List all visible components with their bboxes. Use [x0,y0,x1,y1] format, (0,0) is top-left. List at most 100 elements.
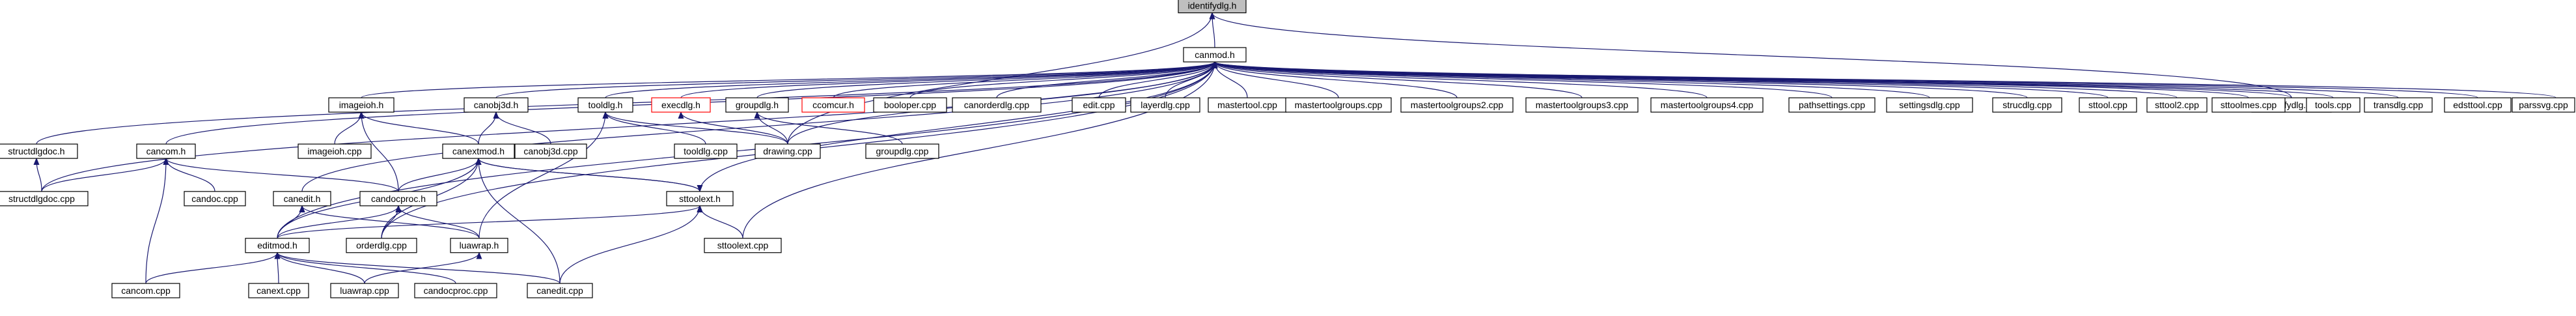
node-label: edsttool.cpp [2453,100,2502,110]
node-label: imageioh.h [339,100,384,110]
node-sttool-cpp[interactable]: sttool.cpp [2079,97,2137,113]
node-imageioh-h[interactable]: imageioh.h [328,97,395,113]
node-box [2444,97,2512,113]
node-canedit-h[interactable]: canedit.h [273,191,331,207]
edge-canextmod-h-to-candocproc-h [398,158,478,192]
node-box [184,191,246,207]
node-canobj3d-cpp[interactable]: canobj3d.cpp [514,143,587,159]
node-sttoolext-cpp[interactable]: sttoolext.cpp [704,238,782,253]
node-box [577,97,633,113]
node-sttoolmes-cpp[interactable]: sttoolmes.cpp [2211,97,2286,113]
node-mastertoolgroups2-cpp[interactable]: mastertoolgroups2.cpp [1400,97,1514,113]
node-cancom-cpp[interactable]: cancom.cpp [111,283,180,298]
node-label: groupdlg.h [736,100,779,110]
node-tools-cpp[interactable]: tools.cpp [2306,97,2361,113]
node-pathsettings-cpp[interactable]: pathsettings.cpp [1788,97,1876,113]
node-box [865,143,939,159]
node-label: canedit.cpp [536,285,583,296]
node-edsttool-cpp[interactable]: edsttool.cpp [2444,97,2512,113]
edge-editmod-h-to-canext-cpp [277,253,279,284]
edge-cancom-h-to-candocproc-h [166,158,399,192]
node-box [2079,97,2137,113]
node-box [414,283,497,298]
node-candocproc-h[interactable]: candocproc.h [359,191,437,207]
node-canobj3d-h[interactable]: canobj3d.h [464,97,529,113]
node-canedit-cpp[interactable]: canedit.cpp [527,283,593,298]
node-canmod-h[interactable]: canmod.h [1183,47,1247,63]
node-label: sttool.cpp [2088,100,2127,110]
node-canextmod-h[interactable]: canextmod.h [442,143,515,159]
node-edit-cpp[interactable]: edit.cpp [1072,97,1126,113]
node-label: identifydlg.h [1188,1,1237,11]
edge-canmod-h-to-imageioh-h [361,61,1215,98]
node-groupdlg-h[interactable]: groupdlg.h [725,97,789,113]
node-canext-cpp[interactable]: canext.cpp [248,283,309,298]
edge-imageioh-h-to-imageioh-cpp [334,112,361,145]
node-luawrap-h[interactable]: luawrap.h [450,238,508,253]
node-tooldlg-cpp[interactable]: tooldlg.cpp [674,143,738,159]
node-box [248,283,309,298]
node-strucdlg-cpp[interactable]: strucdlg.cpp [1992,97,2062,113]
edge-canmod-h-to-ccomcur-h [833,61,1215,98]
node-booloper-cpp[interactable]: booloper.cpp [873,97,947,113]
node-label: candoc.cpp [191,194,238,204]
node-box [0,143,78,159]
node-cancom-h[interactable]: cancom.h [136,143,196,159]
node-candoc-cpp[interactable]: candoc.cpp [184,191,246,207]
node-orderdlg-cpp[interactable]: orderdlg.cpp [346,238,417,253]
node-mastertoolgroups4-cpp[interactable]: mastertoolgroups4.cpp [1650,97,1764,113]
node-box [2364,97,2433,113]
node-mastertoolgroups-cpp[interactable]: mastertoolgroups.cpp [1285,97,1392,113]
node-box [298,143,372,159]
node-ccomcur-h[interactable]: ccomcur.h [801,97,865,113]
edge-tooldlg-h-to-drawing-cpp [605,111,788,145]
node-drawing-cpp[interactable]: drawing.cpp [755,143,821,159]
edge-identifydlg-h-to-canmod-h [1212,13,1215,48]
node-box [755,143,821,159]
node-label: structdlgdoc.cpp [8,194,75,204]
node-box [952,97,1042,113]
node-luawrap-cpp[interactable]: luawrap.cpp [330,283,399,298]
node-sttool2-cpp[interactable]: sttool2.cpp [2146,97,2208,113]
node-structdlgdoc-h[interactable]: structdlgdoc.h [0,143,78,159]
node-label: candocproc.cpp [424,285,488,296]
node-canorderdlg-cpp[interactable]: canorderdlg.cpp [952,97,1042,113]
node-label: canext.cpp [256,285,301,296]
node-execdlg-h[interactable]: execdlg.h [651,97,711,113]
edge-canmod-h-to-tools-cpp [1215,61,2334,98]
node-candocproc-cpp[interactable]: candocproc.cpp [414,283,497,298]
node-groupdlg-cpp[interactable]: groupdlg.cpp [865,143,939,159]
node-label: execdlg.h [661,100,700,110]
node-label: canedit.h [284,194,321,204]
node-imageioh-cpp[interactable]: imageioh.cpp [298,143,372,159]
node-tooldlg-h[interactable]: tooldlg.h [577,97,633,113]
node-mastertool-cpp[interactable]: mastertool.cpp [1208,97,1287,113]
node-box [801,97,865,113]
node-settingsdlg-cpp[interactable]: settingsdlg.cpp [1886,97,1973,113]
edge-imageioh-h-to-canextmod-h [361,111,479,145]
node-structdlgdoc-cpp[interactable]: structdlgdoc.cpp [0,191,89,207]
edge-luawrap-h-to-luawrap-cpp [364,252,479,284]
edge-editmod-h-to-luawrap-cpp [277,252,365,284]
node-transdlg-cpp[interactable]: transdlg.cpp [2364,97,2433,113]
edge-canmod-h-to-tooldlg-h [605,61,1215,98]
node-label: canobj3d.h [474,100,519,110]
node-mastertoolgroups3-cpp[interactable]: mastertoolgroups3.cpp [1525,97,1639,113]
node-box [514,143,587,159]
node-layerdlg-cpp[interactable]: layerdlg.cpp [1130,97,1200,113]
node-sttoolext-h[interactable]: sttoolext.h [666,191,734,207]
node-box [873,97,947,113]
node-box [450,238,508,253]
node-label: settingsdlg.cpp [1899,100,1960,110]
node-label: mastertoolgroups3.cpp [1536,100,1629,110]
node-identifydlg-h: identifydlg.h [1178,0,1247,14]
edge-execdlg-h-to-drawing-cpp [681,111,788,145]
node-parssvg-cpp[interactable]: parssvg.cpp [2512,97,2575,113]
edge-canmod-h-to-editmod-h [277,62,1215,238]
node-box [1788,97,1876,113]
edge-tooldlg-h-to-tooldlg-cpp [605,111,706,145]
node-label: candocproc.h [371,194,426,204]
node-editmod-h[interactable]: editmod.h [245,238,310,253]
node-label: luawrap.h [460,240,499,251]
